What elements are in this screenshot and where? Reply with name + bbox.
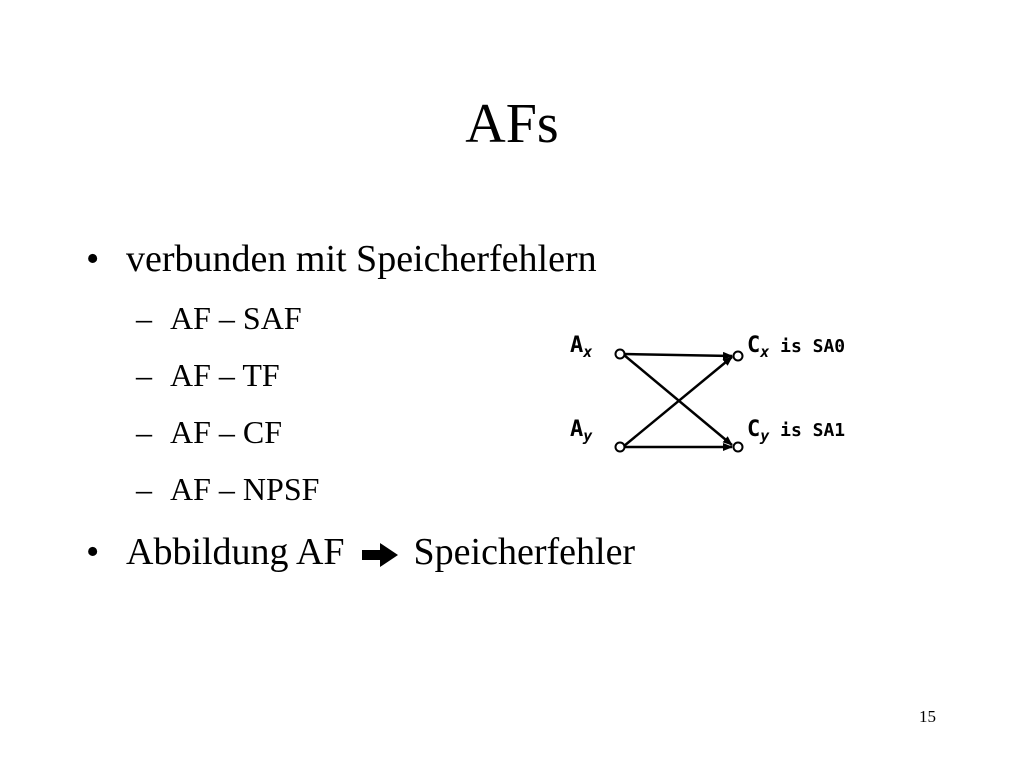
address-fault-diagram: Ax Ay Cx is SA0 Cy is SA1 [570, 333, 845, 453]
subbullet-dash: – [136, 357, 152, 393]
subbullet-4-text: AF – NPSF [170, 471, 320, 507]
bullet-dot: • [86, 238, 100, 280]
label-ax: Ax [570, 333, 592, 361]
bullet-2: • Abbildung AF Speicherfehler [86, 533, 635, 571]
bullet-1: • verbunden mit Speicherfehlern [86, 240, 597, 278]
bullet-2-text-before: Abbildung AF [126, 531, 345, 573]
subbullet-2: –AF – TF [136, 359, 280, 391]
subbullet-1-text: AF – SAF [170, 300, 302, 336]
svg-text:Cy is SA1: Cy is SA1 [747, 417, 845, 445]
edge-ax-cx [623, 351, 733, 360]
node-ay [614, 441, 626, 453]
page-number: 15 [919, 707, 936, 726]
label-ay: Ay [570, 417, 593, 445]
label-cy: Cy is SA1 [747, 417, 845, 445]
subbullet-dash: – [136, 414, 152, 450]
node-cy [732, 441, 744, 453]
label-cx: Cx is SA0 [747, 333, 845, 361]
subbullet-1: –AF – SAF [136, 302, 302, 334]
bullet-2-text-after: Speicherfehler [413, 531, 636, 573]
bullet-1-text: verbunden mit Speicherfehlern [126, 238, 597, 280]
svg-text:Ay: Ay [570, 417, 593, 445]
svg-text:Ax: Ax [570, 333, 592, 361]
slide-title: AFs [465, 93, 559, 155]
subbullet-dash: – [136, 471, 152, 507]
subbullet-dash: – [136, 300, 152, 336]
right-arrow-icon [362, 543, 399, 568]
subbullet-4: –AF – NPSF [136, 473, 319, 505]
subbullet-3: –AF – CF [136, 416, 282, 448]
node-cx [732, 350, 744, 362]
edge-ay-cx [623, 356, 733, 447]
node-ax [614, 348, 626, 360]
subbullet-3-text: AF – CF [170, 414, 283, 450]
bullet-dot: • [86, 531, 100, 573]
subbullet-2-text: AF – TF [170, 357, 280, 393]
svg-text:Cx is SA0: Cx is SA0 [747, 333, 845, 361]
